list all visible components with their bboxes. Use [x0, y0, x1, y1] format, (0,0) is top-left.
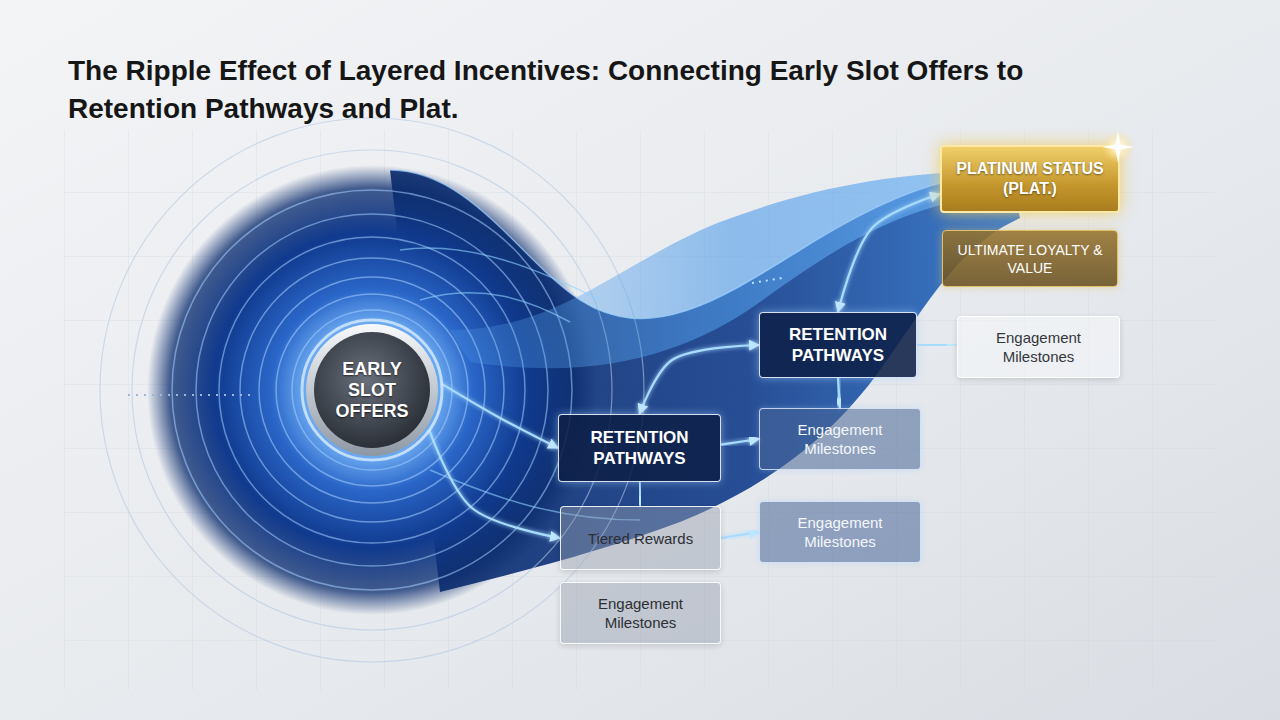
light-streak [400, 248, 600, 300]
node-text-group: RETENTION PATHWAYS [770, 324, 906, 366]
flow-arrow [838, 378, 840, 408]
node-label: PLATINUM STATUS (PLAT.) [952, 159, 1108, 199]
circle-rim [306, 324, 438, 456]
node-label: ULTIMATE LOYALTY & VALUE [953, 241, 1107, 277]
flow-arrow [442, 384, 558, 448]
milestone-box: Engagement Milestones [560, 582, 721, 644]
node-label: Engagement Milestones [770, 420, 910, 458]
node-label: Engagement Milestones [571, 594, 710, 632]
flow-arrow [639, 570, 641, 582]
node-label: RETENTION PATHWAYS [770, 324, 906, 366]
sparkle [1102, 131, 1134, 163]
node-text-group: Tiered Rewards [588, 529, 693, 548]
light-streak [420, 293, 570, 322]
node-label: Engagement Milestones [770, 513, 910, 551]
flow-arrow [838, 194, 940, 312]
ripple-ring [172, 190, 572, 590]
start-circle: EARLY SLOT OFFERS [306, 324, 438, 456]
flow-arrow [429, 430, 560, 538]
node-text-group: ULTIMATE LOYALTY & VALUE [953, 241, 1107, 277]
circle-glow [302, 320, 442, 460]
ripple-disk [147, 165, 597, 615]
milestone-box: Engagement Milestones [957, 316, 1120, 378]
node-text-group: Engagement Milestones [770, 420, 910, 458]
flow-arrow [1029, 213, 1031, 230]
diagram-title: The Ripple Effect of Layered Incentives:… [68, 52, 1028, 128]
sparkle-glow [1102, 131, 1134, 163]
ripple-ring [132, 150, 612, 630]
flow-arrow [839, 470, 841, 501]
status-box: PLATINUM STATUS (PLAT.) [940, 145, 1120, 213]
node-text-group: PLATINUM STATUS (PLAT.) [952, 159, 1108, 199]
ripple-ring [196, 214, 548, 566]
milestone-box: Engagement Milestones [759, 501, 921, 563]
ripple-ring [240, 258, 504, 522]
node-label: EARLY SLOT OFFERS [324, 359, 420, 422]
ripple-ring [100, 118, 644, 662]
grid [64, 130, 1216, 690]
outcome-box: ULTIMATE LOYALTY & VALUE [942, 230, 1118, 287]
milestone-box: Engagement Milestones [759, 408, 921, 470]
node-text-group: Engagement Milestones [968, 328, 1109, 366]
node-label: Engagement Milestones [968, 328, 1109, 366]
dotted-line [128, 394, 252, 396]
dotted-line [752, 278, 782, 283]
swoosh-edge [390, 170, 1010, 319]
flow-arrow [640, 482, 641, 506]
ripple-ring [219, 237, 525, 543]
reward-box: Tiered Rewards [560, 506, 721, 570]
flow-swoosh-highlight [450, 170, 1012, 368]
node-text-group: RETENTION PATHWAYS [569, 427, 710, 469]
flow-arrow [721, 532, 759, 538]
flow-arrow [721, 439, 759, 445]
node-text-group: Engagement Milestones [571, 594, 710, 632]
node-text-group: Engagement Milestones [770, 513, 910, 551]
node-label: RETENTION PATHWAYS [569, 427, 710, 469]
flow-arrow [917, 344, 957, 346]
node-text-group: EARLY SLOT OFFERS [324, 359, 420, 422]
pathway-box: RETENTION PATHWAYS [759, 312, 917, 378]
circle-core [314, 332, 430, 448]
flow-arrow [640, 345, 760, 414]
node-label: Tiered Rewards [588, 529, 693, 548]
ripple-ring [292, 310, 452, 470]
pathway-box: RETENTION PATHWAYS [558, 414, 721, 482]
